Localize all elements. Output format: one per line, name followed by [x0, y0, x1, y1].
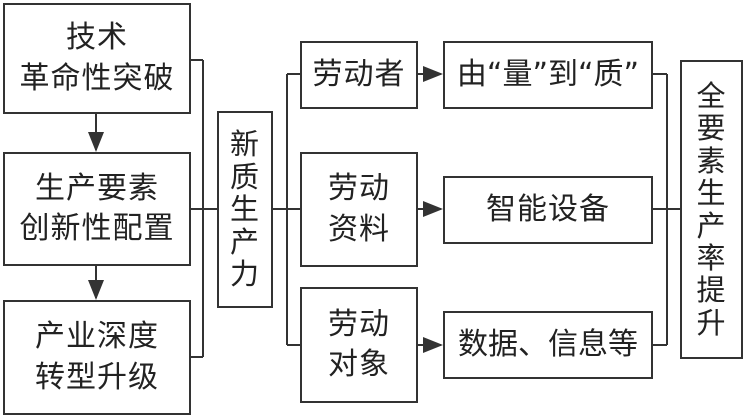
- node-char: 提: [696, 273, 727, 308]
- node-tech-breakthrough: 技术 革命性突破: [3, 3, 191, 114]
- node-text: 技术: [66, 20, 128, 55]
- node-char: 产: [229, 224, 260, 259]
- node-char: 产: [696, 208, 727, 243]
- node-smart-equipment: 智能设备: [443, 176, 653, 244]
- node-text: 对象: [328, 347, 390, 382]
- node-text: 转型升级: [35, 359, 159, 395]
- node-text: 数据、信息等: [458, 326, 638, 362]
- node-text: 资料: [328, 211, 390, 247]
- node-char: 质: [229, 159, 260, 194]
- node-text: 由“量”到“质”: [456, 56, 640, 92]
- node-means-of-labor: 劳动 资料: [300, 152, 418, 267]
- node-factor-allocation: 生产要素 创新性配置: [3, 152, 191, 266]
- node-char: 要: [696, 111, 727, 146]
- node-tfp-improvement: 全 要 素 生 产 率 提 升: [680, 60, 743, 359]
- node-char: 全: [696, 78, 727, 113]
- node-char: 新: [229, 127, 260, 162]
- node-char: 力: [229, 257, 260, 292]
- node-text: 劳动: [328, 171, 390, 206]
- node-object-of-labor: 劳动 对象: [300, 287, 418, 403]
- node-data-information: 数据、信息等: [443, 311, 653, 379]
- node-industry-upgrade: 产业深度 转型升级: [3, 300, 191, 415]
- node-text: 劳动者: [312, 56, 406, 92]
- node-new-productive-forces: 新 质 生 产 力: [217, 111, 273, 308]
- node-worker: 劳动者: [300, 41, 418, 109]
- node-char: 生: [696, 176, 727, 211]
- node-char: 率: [696, 240, 727, 275]
- node-text: 劳动: [328, 306, 390, 342]
- node-quantity-to-quality: 由“量”到“质”: [443, 41, 653, 109]
- node-char: 生: [229, 192, 260, 227]
- node-char: 素: [696, 143, 727, 178]
- node-text: 生产要素: [35, 170, 159, 206]
- node-text: 智能设备: [486, 191, 610, 227]
- node-char: 升: [696, 305, 727, 340]
- node-text: 产业深度: [35, 319, 159, 354]
- node-text: 革命性突破: [19, 60, 175, 96]
- node-text: 创新性配置: [19, 211, 175, 246]
